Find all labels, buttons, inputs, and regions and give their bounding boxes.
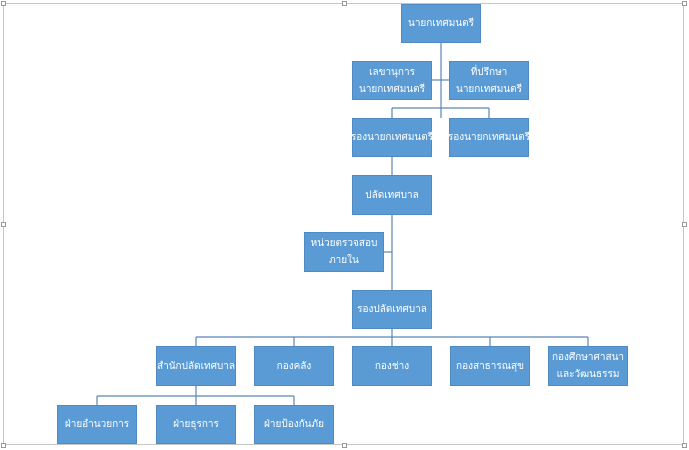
resize-handle-top-right[interactable]	[682, 1, 687, 6]
section-label: ฝ่ายอำนวยการ	[64, 419, 130, 430]
mayor-label: นายกเทศมนตรี	[407, 18, 474, 29]
division-box[interactable]: กองคลัง	[254, 346, 334, 386]
division-label: สำนักปลัดเทศบาล	[156, 360, 236, 372]
municipal-clerk-box[interactable]: ปลัดเทศบาล	[352, 175, 432, 215]
municipal-clerk-label: ปลัดเทศบาล	[365, 189, 419, 201]
section-label: ฝ่ายธุรการ	[173, 419, 219, 430]
advisor-box[interactable]: ที่ปรึกษา นายกเทศมนตรี	[449, 61, 529, 100]
resize-handle-bottom-left[interactable]	[1, 443, 6, 448]
deputy-clerk-label: รองปลัดเทศบาล	[357, 304, 427, 315]
resize-handle-left[interactable]	[1, 222, 6, 227]
deputy-mayor-1-label: รองนายกเทศมนตรี	[350, 132, 434, 143]
division-label: กองคลัง	[276, 360, 312, 372]
division-box[interactable]: กองช่าง	[352, 346, 432, 386]
division-label: กองช่าง	[374, 360, 410, 372]
mayor-box[interactable]: นายกเทศมนตรี	[401, 4, 481, 43]
resize-handle-right[interactable]	[682, 222, 687, 227]
advisor-label-line1: ที่ปรึกษา	[470, 66, 508, 78]
section-box[interactable]: ฝ่ายอำนวยการ	[57, 405, 137, 444]
division-label-line1: กองศึกษาศาสนา	[551, 352, 625, 363]
secretary-box[interactable]: เลขานุการ นายกเทศมนตรี	[352, 61, 432, 100]
section-box[interactable]: ฝ่ายธุรการ	[156, 405, 236, 444]
deputy-mayor-2-label: รองนายกเทศมนตรี	[447, 132, 531, 143]
internal-audit-box[interactable]: หน่วยตรวจสอบ ภายใน	[304, 232, 384, 272]
advisor-label-line2: นายกเทศมนตรี	[455, 83, 522, 95]
internal-audit-label-line2: ภายใน	[329, 255, 359, 266]
division-box[interactable]: กองศึกษาศาสนา และวัฒนธรรม	[548, 346, 628, 386]
resize-handle-bottom-right[interactable]	[682, 443, 687, 448]
section-box[interactable]: ฝ่ายป้องกันภัย	[254, 405, 334, 444]
deputy-mayor-box-1[interactable]: รองนายกเทศมนตรี	[350, 118, 434, 157]
division-label: กองสาธารณสุข	[456, 360, 524, 372]
deputy-mayor-box-2[interactable]: รองนายกเทศมนตรี	[447, 118, 531, 157]
resize-handle-top-left[interactable]	[1, 1, 6, 6]
resize-handle-top[interactable]	[342, 1, 347, 6]
division-box[interactable]: สำนักปลัดเทศบาล	[156, 346, 236, 386]
internal-audit-label-line1: หน่วยตรวจสอบ	[310, 238, 378, 249]
section-label: ฝ่ายป้องกันภัย	[264, 419, 324, 430]
secretary-label-line2: นายกเทศมนตรี	[358, 83, 425, 95]
secretary-label-line1: เลขานุการ	[369, 66, 415, 78]
deputy-clerk-box[interactable]: รองปลัดเทศบาล	[352, 290, 432, 329]
resize-handle-bottom[interactable]	[342, 443, 347, 448]
division-box[interactable]: กองสาธารณสุข	[450, 346, 530, 386]
division-label-line2: และวัฒนธรรม	[556, 369, 620, 380]
